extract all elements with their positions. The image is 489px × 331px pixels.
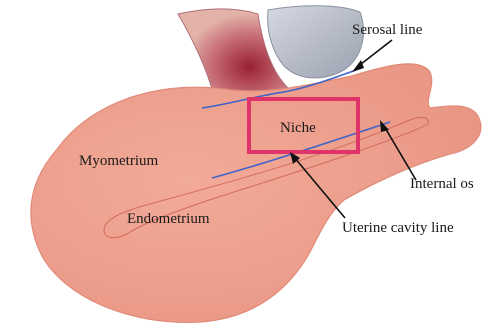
uterus-body xyxy=(31,64,481,322)
balloon-shape xyxy=(268,6,364,78)
serosal-line-label: Serosal line xyxy=(352,22,423,38)
uterine-cavity-line-label: Uterine cavity line xyxy=(342,220,454,236)
internal-os-label: Internal os xyxy=(410,176,474,192)
niche-label: Niche xyxy=(280,120,316,136)
endometrium-label: Endometrium xyxy=(127,211,210,227)
myometrium-label: Myometrium xyxy=(79,153,158,169)
